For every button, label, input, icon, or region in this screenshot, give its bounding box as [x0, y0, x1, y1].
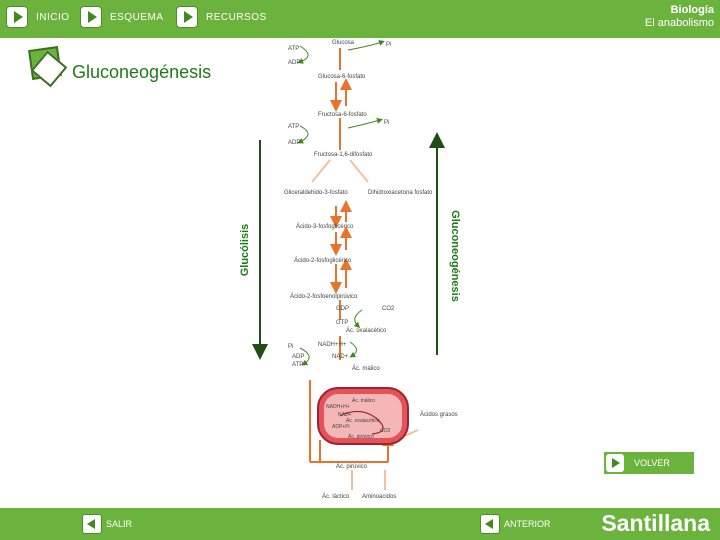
cofactor-arrow — [299, 347, 310, 366]
piruvico-label: Ác. pirúvico — [336, 463, 368, 470]
page-title: Gluconeogénesis — [72, 62, 212, 82]
recursos-label: RECURSOS — [206, 11, 267, 23]
top-bar: INICIO ESQUEMA RECURSOS Biología El anab… — [0, 0, 720, 38]
atp-label: ATP — [288, 46, 299, 52]
aminoacidos-label: Aminoácidos — [362, 494, 396, 500]
atp-label: ATP — [292, 362, 303, 368]
inicio-label: INICIO — [36, 11, 70, 23]
f16bp-label: Fructosa-1,6-difosfato — [314, 152, 373, 158]
mito-malico-label: Ác. málico — [352, 397, 375, 404]
anterior-button[interactable]: ANTERIOR — [480, 513, 551, 535]
header-title: Biología El anabolismo — [645, 4, 714, 30]
gluconeogenesis-diagram: Glucosa Pi ATP ADP Glucosa-6-fosfato Fru… — [252, 40, 458, 500]
esquema-label: ESQUEMA — [110, 11, 164, 23]
co2-label: CO2 — [382, 306, 395, 312]
oxalacetico-label: Ác. oxalacético — [346, 327, 387, 334]
a2fg-label: Ácido-2-fosfoglicérico — [294, 257, 352, 264]
adp-label: ADP — [288, 140, 300, 146]
volver-button[interactable]: VOLVER — [604, 452, 694, 474]
acidos-grasos-label: Ácidos grasos — [420, 411, 458, 418]
mito-adp-label: ADP+Pi — [332, 424, 350, 430]
volver-label: VOLVER — [634, 458, 670, 468]
adp-label: ADP — [292, 354, 304, 360]
f6p-label: Fructosa-6-fosfato — [318, 112, 367, 118]
mito-nad-label: NAD+ — [338, 412, 352, 418]
g3p-label: Gliceraldehido-3-fosfato — [284, 190, 348, 196]
glucosa-label: Glucosa — [332, 40, 355, 46]
gluconeogenesis-axis-label: Gluconeogénesis — [449, 210, 461, 302]
santillana-logo: Santillana — [601, 510, 710, 536]
mito-oxal-label: Ác. oxalacético — [346, 417, 380, 424]
mito-piruvico-label: Ác. pirúvico — [348, 433, 374, 440]
cofactor-arrow — [347, 40, 385, 51]
salir-button[interactable]: SALIR — [82, 513, 132, 535]
cofactor-arrow — [353, 309, 363, 329]
malico-label: Ác. málico — [352, 365, 380, 372]
bottom-bar: SALIR ANTERIOR — [0, 508, 720, 540]
subject-label: Biología — [670, 4, 714, 16]
mito-nadh-label: NADH+H+ — [326, 404, 350, 410]
back-arrow-icon — [480, 514, 500, 534]
cofactor-arrow — [297, 45, 309, 64]
lactico-label: Ác. láctico — [322, 493, 350, 500]
gdp-label: GDP — [336, 306, 349, 312]
adp-label: ADP — [288, 60, 300, 66]
pi-label: Pi — [384, 120, 389, 126]
gtp-label: GTP — [336, 320, 348, 326]
topic-label: El anabolismo — [644, 17, 714, 29]
cofactor-arrow — [297, 125, 309, 144]
salir-label: SALIR — [106, 519, 133, 529]
dhap-label: Dihidroxiacetona fosfato — [368, 190, 433, 196]
cofactor-arrow — [349, 341, 357, 358]
g6p-label: Glucosa-6-fosfato — [318, 74, 366, 80]
anterior-label: ANTERIOR — [504, 519, 551, 529]
play-icon — [80, 6, 102, 28]
back-arrow-icon — [82, 514, 102, 534]
pathway-segment — [349, 159, 369, 183]
mitochondrion-cycle — [339, 410, 384, 435]
glucolisis-axis-label: Glucólisis — [239, 223, 251, 277]
play-icon — [176, 6, 198, 28]
play-icon — [606, 454, 624, 472]
inicio-button[interactable]: INICIO — [6, 4, 70, 30]
pep-label: Ácido-2-fosfoenolpirúvico — [290, 293, 358, 300]
nad-label: NAD+ — [332, 354, 349, 360]
pi-label: Pi — [386, 42, 391, 48]
play-icon — [6, 6, 28, 28]
pathway-segment — [311, 159, 331, 183]
cofactor-arrow — [347, 117, 383, 129]
a3fg-label: Ácido-3-fosfoglicérico — [296, 223, 354, 230]
esquema-button[interactable]: ESQUEMA — [80, 4, 164, 30]
pi-label: Pi — [288, 344, 293, 350]
mito-co2-label: CO2 — [380, 428, 391, 434]
nadh-label: NADH+H+ — [318, 342, 347, 348]
recursos-button[interactable]: RECURSOS — [176, 4, 267, 30]
atp-label: ATP — [288, 124, 299, 130]
